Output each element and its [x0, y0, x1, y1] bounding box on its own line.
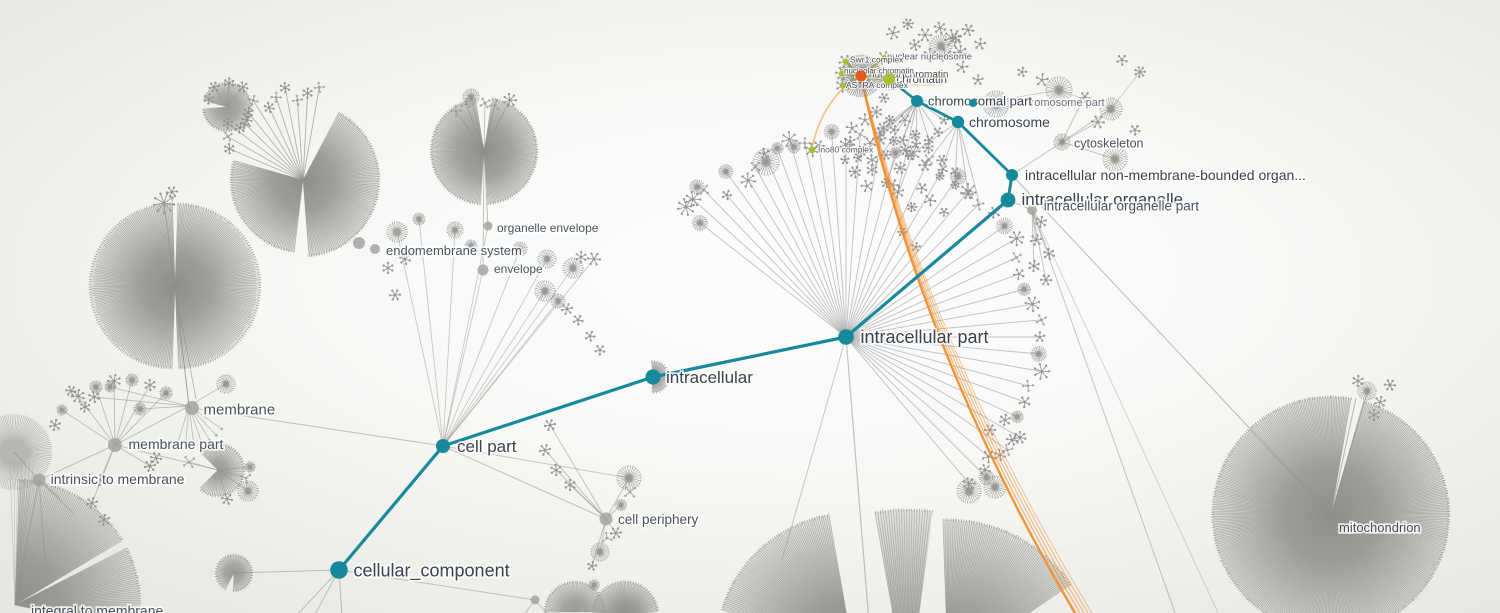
- svg-text:nuclear nucleosome: nuclear nucleosome: [887, 52, 972, 63]
- svg-text:nucleolar chromatin: nucleolar chromatin: [844, 67, 914, 76]
- svg-text:cell part: cell part: [457, 437, 517, 456]
- svg-text:intracellular organelle: intracellular organelle: [1022, 190, 1184, 209]
- svg-text:intracellular organelle part: intracellular organelle part: [1044, 199, 1200, 214]
- svg-text:envelope: envelope: [494, 262, 543, 276]
- svg-text:cell periphery: cell periphery: [618, 512, 699, 527]
- svg-text:chromosome: chromosome: [969, 114, 1050, 130]
- svg-text:organelle envelope: organelle envelope: [497, 221, 599, 235]
- svg-text:Swr1 complex: Swr1 complex: [850, 55, 904, 65]
- svg-text:Ino80 complex: Ino80 complex: [818, 145, 874, 155]
- svg-text:membrane: membrane: [204, 402, 276, 419]
- svg-text:cellular_component: cellular_component: [354, 561, 510, 582]
- svg-text:intracellular non-membrane-bou: intracellular non-membrane-bounded organ…: [1025, 167, 1306, 183]
- svg-text:chromatin: chromatin: [897, 74, 948, 86]
- svg-text:integral to membrane: integral to membrane: [31, 603, 164, 613]
- svg-text:mitochondrion: mitochondrion: [1339, 520, 1421, 535]
- svg-text:intracellular part: intracellular part: [861, 327, 989, 347]
- svg-text:cytoskeleton: cytoskeleton: [1074, 136, 1144, 150]
- svg-text:ASTRA complex: ASTRA complex: [846, 80, 909, 90]
- svg-text:chromosome part: chromosome part: [1019, 97, 1105, 109]
- svg-text:endomembrane system: endomembrane system: [386, 243, 522, 258]
- svg-text:intracellular: intracellular: [666, 368, 753, 387]
- svg-text:chromosomal part: chromosomal part: [928, 94, 1032, 109]
- svg-text:membrane part: membrane part: [129, 436, 224, 452]
- svg-text:intrinsic to membrane: intrinsic to membrane: [51, 471, 185, 487]
